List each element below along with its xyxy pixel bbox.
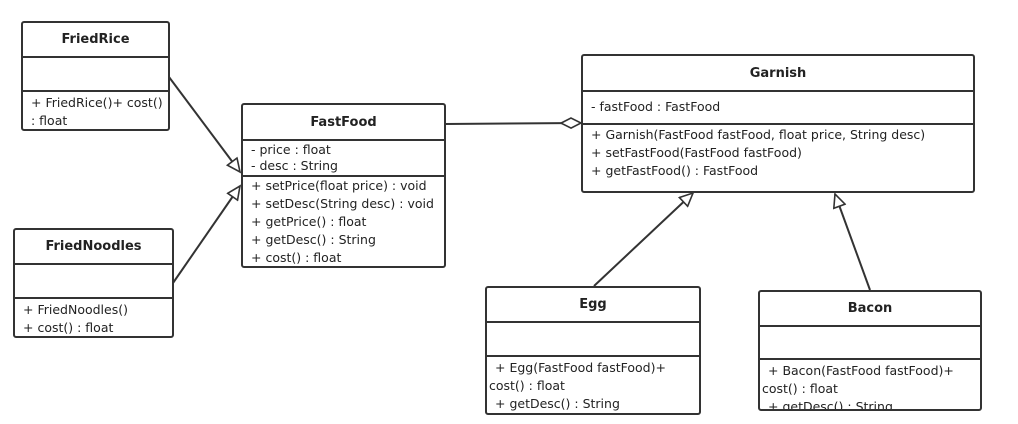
methods: + Egg(FastFood fastFood)+ cost() : float… bbox=[487, 357, 699, 413]
attribute: - price : float bbox=[251, 142, 331, 157]
generalization-friednoodles-fastfood bbox=[172, 186, 240, 284]
class-name: FriedRice bbox=[23, 23, 168, 58]
methods: + Bacon(FastFood fastFood)+ cost() : flo… bbox=[760, 360, 980, 409]
method: + Bacon(FastFood fastFood)+ bbox=[768, 363, 954, 378]
class-name: FastFood bbox=[243, 105, 444, 141]
method: + Garnish(FastFood fastFood, float price… bbox=[591, 127, 926, 142]
methods: + FriedRice()+ cost() : float bbox=[23, 92, 168, 129]
methods: + setPrice(float price) : void + setDesc… bbox=[243, 177, 444, 266]
attributes bbox=[23, 58, 168, 92]
method: + getDesc() : String bbox=[251, 232, 376, 247]
class-name: Garnish bbox=[583, 56, 973, 92]
method: + getDesc() : String bbox=[768, 399, 893, 409]
method: : float bbox=[31, 112, 68, 128]
class-bacon[interactable]: Bacon + Bacon(FastFood fastFood)+ cost()… bbox=[758, 290, 982, 411]
attributes bbox=[760, 327, 980, 360]
method: + setFastFood(FastFood fastFood) bbox=[591, 145, 802, 160]
aggregation-garnish-fastfood bbox=[444, 123, 581, 124]
method: cost() : float bbox=[762, 381, 838, 396]
attributes: - fastFood : FastFood bbox=[583, 92, 973, 125]
class-name: FriedNoodles bbox=[15, 230, 172, 265]
attributes bbox=[487, 323, 699, 357]
class-name: Egg bbox=[487, 288, 699, 323]
method: + getFastFood() : FastFood bbox=[591, 163, 759, 178]
attributes bbox=[15, 265, 172, 299]
methods: + Garnish(FastFood fastFood, float price… bbox=[583, 125, 973, 191]
method: + Egg(FastFood fastFood)+ bbox=[495, 360, 666, 375]
method: + setDesc(String desc) : void bbox=[251, 196, 434, 211]
class-egg[interactable]: Egg + Egg(FastFood fastFood)+ cost() : f… bbox=[485, 286, 701, 415]
method: + getDesc() : String bbox=[495, 396, 620, 411]
attribute: - desc : String bbox=[251, 158, 338, 173]
class-garnish[interactable]: Garnish - fastFood : FastFood + Garnish(… bbox=[581, 54, 975, 193]
method: cost() : float bbox=[489, 378, 565, 393]
class-name: Bacon bbox=[760, 292, 980, 327]
method: + getPrice() : float bbox=[251, 214, 367, 229]
attribute: - fastFood : FastFood bbox=[591, 99, 721, 114]
generalization-friedrice-fastfood bbox=[168, 76, 240, 172]
method: + cost() : float bbox=[251, 250, 342, 265]
generalization-egg-garnish bbox=[593, 193, 693, 287]
method: + cost() : float bbox=[23, 319, 114, 335]
method: + FriedRice()+ cost() bbox=[31, 95, 163, 110]
generalization-bacon-garnish bbox=[835, 194, 871, 291]
class-friedrice[interactable]: FriedRice + FriedRice()+ cost() : float bbox=[21, 21, 170, 131]
attributes: - price : float - desc : String bbox=[243, 141, 444, 177]
method: + FriedNoodles() bbox=[23, 302, 128, 317]
class-friednoodles[interactable]: FriedNoodles + FriedNoodles() + cost() :… bbox=[13, 228, 174, 338]
method: + setPrice(float price) : void bbox=[251, 178, 427, 193]
methods: + FriedNoodles() + cost() : float bbox=[15, 299, 172, 336]
class-fastfood[interactable]: FastFood - price : float - desc : String… bbox=[241, 103, 446, 268]
